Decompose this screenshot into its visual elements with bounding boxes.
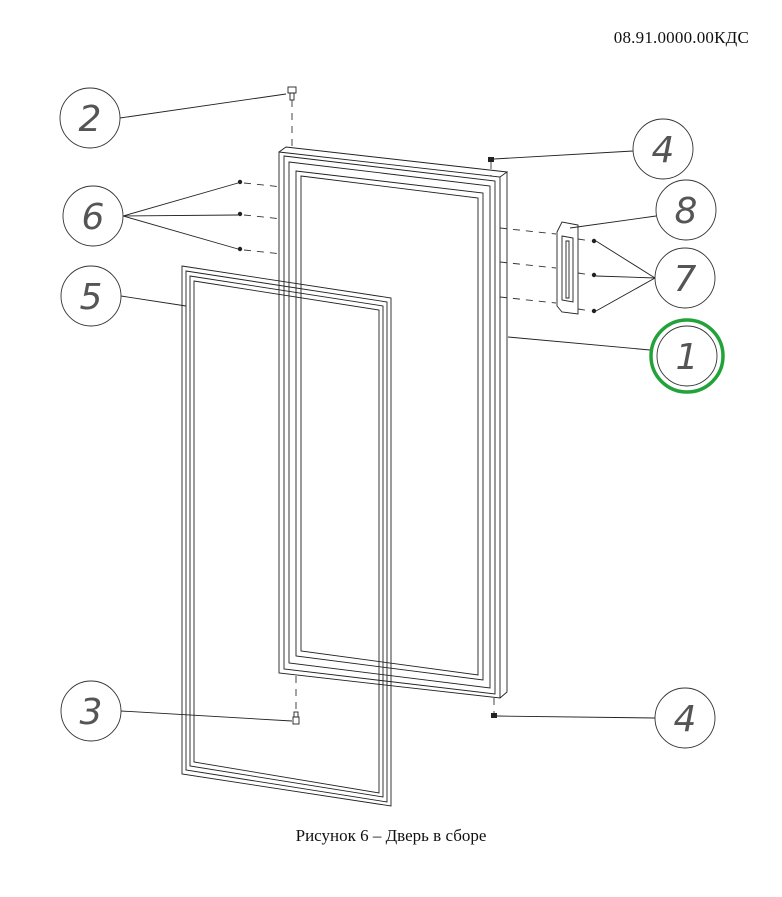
callout-7: 7	[654, 247, 716, 309]
callout-label: 5	[80, 277, 103, 318]
callout-label: 4	[674, 699, 697, 740]
hinge-pin-top	[287, 86, 297, 101]
screw-bottom-right	[491, 713, 497, 718]
callout-label: 1	[676, 337, 699, 378]
door-gasket	[181, 265, 392, 807]
callout-label: 6	[82, 197, 105, 238]
assembly-lines	[243, 100, 592, 713]
leader-lines	[119, 93, 657, 722]
document-code: 08.91.0000.00КДС	[613, 28, 749, 47]
callout-label: 2	[79, 99, 102, 140]
callout-2: 2	[59, 87, 121, 149]
callout-label: 8	[675, 191, 698, 232]
callout-label: 3	[80, 692, 103, 733]
hinge-pin-bottom	[292, 711, 300, 725]
callout-3: 3	[60, 680, 122, 742]
figure-caption: Рисунок 6 – Дверь в сборе	[295, 826, 487, 845]
callout-label: 7	[674, 259, 697, 300]
gasket-screws	[237, 179, 243, 252]
door-handle	[556, 221, 579, 315]
screw-top-right	[488, 157, 494, 162]
callout-label: 4	[652, 130, 675, 171]
callout-1: 1	[649, 318, 725, 394]
callout-4-bottom: 4	[654, 687, 716, 749]
callout-6: 6	[62, 185, 124, 247]
handle-screws	[591, 238, 597, 314]
highlight-ring	[649, 318, 725, 394]
callout-5: 5	[60, 265, 122, 327]
callout-4-top: 4	[632, 118, 694, 180]
door-frame	[278, 146, 509, 699]
callout-8: 8	[655, 179, 717, 241]
